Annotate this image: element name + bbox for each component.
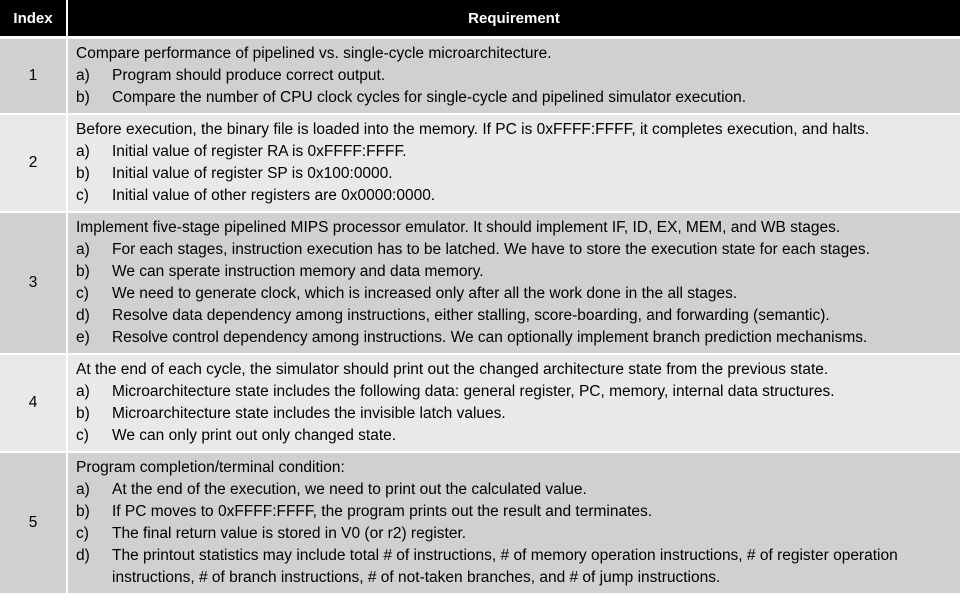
item-text: If PC moves to 0xFFFF:FFFF, the program … <box>112 503 653 520</box>
item-text: We can only print out only changed state… <box>112 427 397 444</box>
table-row: 4 At the end of each cycle, the simulator… <box>0 354 960 453</box>
item-text: Microarchitecture state includes the fol… <box>112 383 835 400</box>
item-marker: c) <box>76 285 89 302</box>
requirement-item: b) If PC moves to 0xFFFF:FFFF, the progra… <box>76 501 954 523</box>
requirement-cell: At the end of each cycle, the simulator … <box>67 354 960 453</box>
requirement-item: d) The printout statistics may include to… <box>76 545 954 589</box>
requirement-item: c) Initial value of other registers are 0… <box>76 185 954 207</box>
item-marker: a) <box>76 481 90 498</box>
requirement-item: b) Initial value of register SP is 0x100:… <box>76 163 954 185</box>
item-marker: b) <box>76 405 90 422</box>
requirement-lead: Compare performance of pipelined vs. sin… <box>76 45 552 62</box>
row-index: 4 <box>0 354 68 453</box>
requirement-item: a) For each stages, instruction execution… <box>76 239 954 261</box>
requirement-item: c) We can only print out only changed sta… <box>76 425 954 447</box>
requirement-item: c) The final return value is stored in V0… <box>76 523 954 545</box>
requirement-lead: Program completion/terminal condition: <box>76 459 345 476</box>
table-row: 2 Before execution, the binary file is lo… <box>0 114 960 213</box>
item-marker: d) <box>76 547 90 564</box>
item-marker: a) <box>76 143 90 160</box>
item-text: Initial value of register RA is 0xFFFF:F… <box>112 143 407 160</box>
requirement-cell: Before execution, the binary file is loa… <box>67 114 960 213</box>
table-body: 1 Compare performance of pipelined vs. si… <box>0 37 960 595</box>
item-text: Compare the number of CPU clock cycles f… <box>112 89 747 106</box>
item-marker: b) <box>76 165 90 182</box>
header-row: Index Requirement <box>0 0 960 39</box>
row-index: 1 <box>0 37 68 115</box>
item-text: Initial value of register SP is 0x100:00… <box>112 165 393 182</box>
table-row: 5 Program completion/terminal condition: a… <box>0 452 960 595</box>
item-marker: c) <box>76 427 89 444</box>
table-row: 1 Compare performance of pipelined vs. si… <box>0 37 960 115</box>
item-marker: a) <box>76 241 90 258</box>
requirement-item: b) We can sperate instruction memory and … <box>76 261 954 283</box>
header-requirement: Requirement <box>67 0 960 39</box>
item-marker: a) <box>76 383 90 400</box>
requirement-cell: Implement five-stage pipelined MIPS proc… <box>67 212 960 355</box>
item-text: At the end of the execution, we need to … <box>112 481 587 498</box>
requirement-lead: At the end of each cycle, the simulator … <box>76 361 829 378</box>
item-text: Resolve data dependency among instructio… <box>112 307 830 324</box>
item-text: We need to generate clock, which is incr… <box>112 285 738 302</box>
header-index: Index <box>0 0 68 39</box>
item-marker: e) <box>76 329 90 346</box>
requirement-item: a) Microarchitecture state includes the f… <box>76 381 954 403</box>
requirement-item: c) We need to generate clock, which is in… <box>76 283 954 305</box>
item-text: Initial value of other registers are 0x0… <box>112 187 436 204</box>
requirement-item: a) Program should produce correct output. <box>76 65 954 87</box>
item-marker: b) <box>76 89 90 106</box>
requirement-item: b) Microarchitecture state includes the i… <box>76 403 954 425</box>
item-text: Microarchitecture state includes the inv… <box>112 405 506 422</box>
requirement-item: b) Compare the number of CPU clock cycles… <box>76 87 954 109</box>
item-marker: d) <box>76 307 90 324</box>
item-text: The printout statistics may include tota… <box>112 547 898 586</box>
requirement-item: d) Resolve data dependency among instruct… <box>76 305 954 327</box>
requirement-lead: Before execution, the binary file is loa… <box>76 121 870 138</box>
requirement-item: a) Initial value of register RA is 0xFFFF… <box>76 141 954 163</box>
item-text: Program should produce correct output. <box>112 67 386 84</box>
item-marker: a) <box>76 67 90 84</box>
item-text: For each stages, instruction execution h… <box>112 241 870 258</box>
item-marker: c) <box>76 525 89 542</box>
row-index: 5 <box>0 452 68 595</box>
item-marker: b) <box>76 503 90 520</box>
item-marker: b) <box>76 263 90 280</box>
item-marker: c) <box>76 187 89 204</box>
item-text: Resolve control dependency among instruc… <box>112 329 868 346</box>
requirement-item: a) At the end of the execution, we need t… <box>76 479 954 501</box>
table-row: 3 Implement five-stage pipelined MIPS pro… <box>0 212 960 355</box>
requirement-cell: Compare performance of pipelined vs. sin… <box>67 37 960 115</box>
row-index: 2 <box>0 114 68 213</box>
requirement-cell: Program completion/terminal condition: a)… <box>67 452 960 595</box>
row-index: 3 <box>0 212 68 355</box>
requirement-lead: Implement five-stage pipelined MIPS proc… <box>76 219 841 236</box>
item-text: The final return value is stored in V0 (… <box>112 525 467 542</box>
item-text: We can sperate instruction memory and da… <box>112 263 484 280</box>
requirement-item: e) Resolve control dependency among instr… <box>76 327 954 349</box>
